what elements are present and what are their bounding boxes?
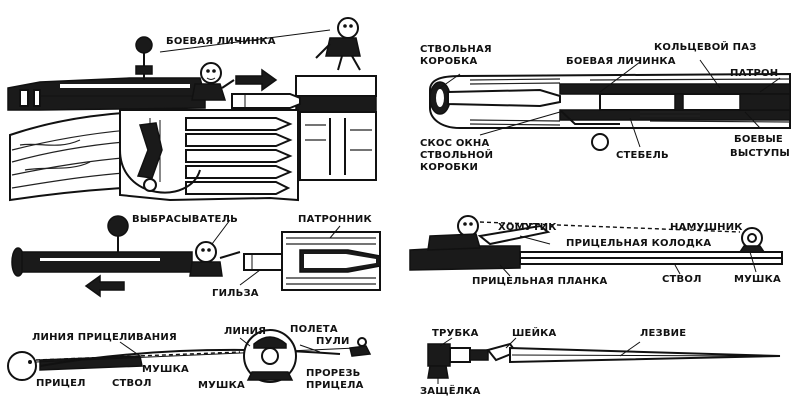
receiver-cutaway [429, 72, 791, 151]
panel-receiver-section: СТВОЛЬНАЯ КОРОБКА КОЛЬЦЕВОЙ ПАЗ БОЕВАЯ Л… [420, 40, 791, 173]
bayonet-tube [427, 343, 489, 367]
label-flight-1: ЛИНИЯ [224, 326, 266, 337]
label-chamber: ПАТРОННИК [298, 214, 372, 225]
label-barrel-4: СТВОЛ [662, 274, 702, 285]
label-lugs-2: ВЫСТУПЫ [730, 148, 790, 159]
panel-bayonet: ТРУБКА ШЕЙКА ЛЕЗВИЕ ЗАЩЁЛКА [420, 326, 781, 397]
panel-extractor: ВЫБРАСЫВАТЕЛЬ ПАТРОННИК ГИЛЬЗА [11, 214, 381, 299]
label-sight-block: ПРИЦЕЛЬНАЯ КОЛОДКА [566, 238, 711, 249]
label-extractor: ВЫБРАСЫВАТЕЛЬ [132, 214, 238, 225]
cartoon-character-sights [427, 215, 481, 251]
label-case: ГИЛЬЗА [212, 288, 259, 299]
target-soldier [349, 337, 372, 357]
label-flight-2: ПОЛЕТА [290, 324, 338, 335]
label-lugs-1: БОЕВЫЕ [734, 134, 783, 145]
label-tube: ТРУБКА [432, 328, 479, 339]
forward-arrow-icon [235, 68, 278, 92]
cartoon-character-extractor [189, 241, 241, 277]
label-rear-sight: ПРИЦЕЛ [36, 378, 86, 389]
chambered-cartridge [231, 93, 301, 109]
panel-line-of-sight: ЛИНИЯ ПРИЦЕЛИВАНИЯ ЛИНИЯ ПОЛЕТА ПУЛИ МУШ… [7, 324, 372, 391]
label-cartridge: ПАТРОН [730, 68, 778, 79]
label-clamp: ХОМУТИК [498, 222, 557, 233]
barrel-section [295, 75, 377, 181]
label-blade: ЛЕЗВИЕ [640, 328, 686, 339]
shooter-head [7, 351, 37, 381]
label-hood: НАМУШНИК [670, 222, 743, 233]
label-receiver-1: СТВОЛЬНАЯ [420, 44, 492, 55]
label-ring-groove: КОЛЬЦЕВОЙ ПАЗ [654, 40, 757, 53]
label-front-sight-4: МУШКА [734, 274, 781, 285]
label-bevel-2: СТВОЛЬНОЙ [420, 148, 493, 161]
label-front-sight-5b: МУШКА [198, 380, 245, 391]
bolt-handle [135, 36, 153, 80]
magazine [119, 109, 299, 202]
label-notch-1: ПРОРЕЗЬ [306, 368, 361, 379]
cartoon-character-bolt [191, 62, 235, 101]
panel-sights: ХОМУТИК НАМУШНИК ПРИЦЕЛЬНАЯ КОЛОДКА ПРИЦ… [409, 215, 783, 287]
label-neck: ШЕЙКА [512, 326, 557, 339]
backward-arrow-icon [84, 274, 125, 298]
label-receiver-2: КОРОБКА [420, 56, 478, 67]
receiver-body [7, 77, 206, 111]
label-barrel-5: СТВОЛ [112, 378, 152, 389]
label-bevel-3: КОРОБКИ [420, 162, 478, 173]
label-bolt: БОЕВАЯ ЛИЧИНКА [166, 36, 276, 47]
cartoon-character-pusher [315, 17, 361, 71]
label-bevel-1: СКОС ОКНА [420, 138, 489, 149]
bayonet-blade [509, 346, 781, 364]
label-flight-3: ПУЛИ [316, 336, 350, 347]
trigger-guard [119, 122, 201, 194]
label-stem: СТЕБЕЛЬ [616, 150, 669, 161]
label-bolt-2: БОЕВАЯ ЛИЧИНКА [566, 56, 676, 67]
label-sight-line: ЛИНИЯ ПРИЦЕЛИВАНИЯ [32, 332, 177, 343]
label-latch: ЗАЩЁЛКА [420, 383, 481, 397]
panel-bolt-magazine: БОЕВАЯ ЛИЧИНКА [7, 17, 377, 202]
barrel-with-sights [409, 224, 783, 271]
chamber-section [281, 231, 381, 291]
soldier-portrait [243, 329, 297, 383]
label-sight-leaf: ПРИЦЕЛЬНАЯ ПЛАНКА [472, 276, 608, 287]
bayonet-latch [427, 365, 449, 379]
bolt-body [11, 215, 193, 277]
label-front-sight-5a: МУШКА [142, 364, 189, 375]
label-notch-2: ПРИЦЕЛА [306, 380, 364, 391]
